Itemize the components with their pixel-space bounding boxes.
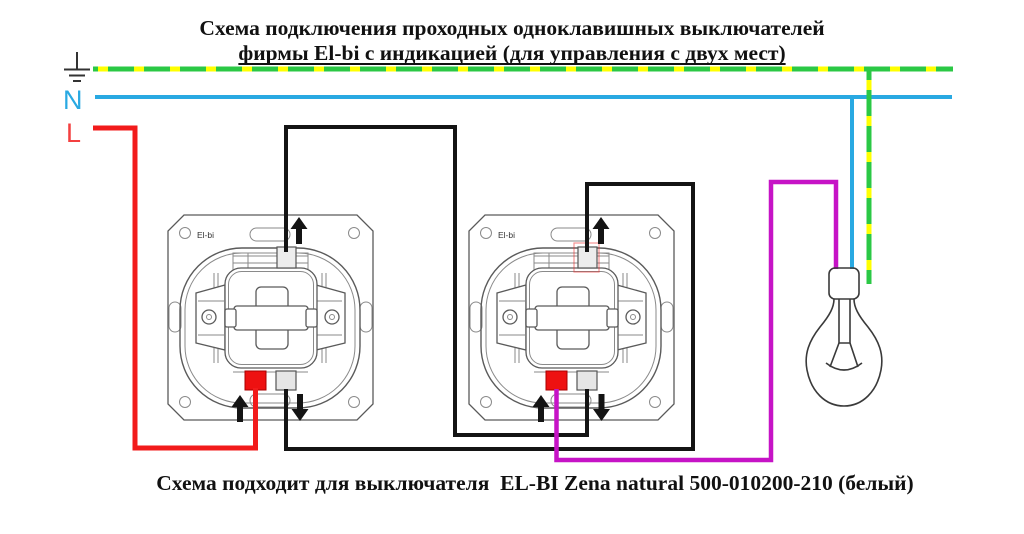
title-line-2: фирмы El-bi с индикацией (для управления… bbox=[238, 41, 786, 65]
bulb-filament-arc bbox=[825, 362, 863, 371]
bulb-stem bbox=[838, 299, 851, 344]
traveler-wire-2 bbox=[284, 182, 695, 451]
lamp-socket bbox=[828, 267, 860, 300]
bulb-outline bbox=[805, 298, 883, 407]
lamp-wire-magenta bbox=[554, 179, 839, 463]
title-line-1: Схема подключения проходных одноклавишны… bbox=[199, 16, 825, 40]
switch-2-mechanism bbox=[468, 214, 675, 421]
page-title: Схема подключения проходных одноклавишны… bbox=[0, 16, 1024, 66]
earth-icon bbox=[64, 52, 90, 82]
traveler-wire-1 bbox=[284, 125, 589, 437]
lamp bbox=[805, 267, 883, 407]
neutral-label: N bbox=[63, 85, 83, 115]
switch-1-mechanism bbox=[167, 214, 374, 421]
live-label: L bbox=[66, 118, 81, 148]
bulb-filament-supports bbox=[829, 342, 859, 368]
live-wire bbox=[93, 125, 258, 451]
caption: Схема подходит для выключателя EL-BI Zen… bbox=[156, 471, 914, 495]
